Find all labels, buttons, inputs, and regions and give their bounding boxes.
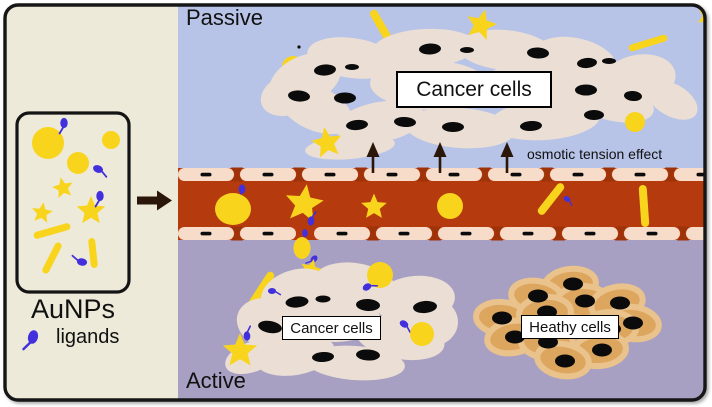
cell-nucleus: [314, 64, 336, 76]
gold-nanosphere: [437, 193, 463, 219]
cancer-cells-label-bottom: Cancer cells: [282, 316, 381, 340]
cell-nucleus: [602, 58, 616, 64]
small-dot: [297, 45, 301, 49]
extravasation-particles: [293, 237, 325, 282]
cell-nucleus: [575, 294, 595, 308]
cell-nucleus: [346, 119, 368, 131]
cancer-cell-blob: [490, 99, 600, 141]
gold-nanorod: [628, 34, 668, 52]
gold-nanorod: [88, 238, 98, 268]
gold-nanosphere: [410, 322, 434, 346]
endothelial-cell: [562, 227, 618, 240]
endothelial-cell: [240, 168, 296, 181]
endothelial-cell: [488, 168, 544, 181]
cell-nucleus: [356, 298, 380, 312]
cell-nucleus: [520, 120, 542, 132]
gold-nanorod: [638, 185, 650, 227]
cancer-cells-label-bottom-text: Cancer cells: [290, 319, 373, 337]
ligands-label: ligands: [56, 326, 120, 348]
endothelial-cell: [178, 227, 234, 240]
endothelial-cell: [240, 227, 296, 240]
endothelial-cell: [500, 227, 556, 240]
cell-nucleus: [258, 320, 282, 334]
osmotic-arrows: [366, 142, 514, 173]
endothelial-cell: [686, 227, 705, 240]
cell-nucleus: [460, 47, 474, 53]
gold-nanorod: [537, 183, 565, 215]
cell-nucleus: [334, 92, 356, 104]
aunps-box-contents: [30, 117, 120, 274]
endothelium-top-row: [178, 167, 705, 182]
cell-nucleus: [527, 47, 549, 59]
cell-nucleus: [610, 296, 630, 310]
cell-nucleus: [315, 295, 331, 303]
endothelium-bottom-row: [178, 226, 705, 241]
cell-nucleus: [624, 90, 642, 102]
osmotic-tension-label: osmotic tension effect: [527, 146, 663, 162]
endothelial-cell: [612, 168, 668, 181]
endothelial-cell: [314, 227, 370, 240]
endothelial-cell: [438, 227, 494, 240]
cell-nucleus: [528, 289, 548, 303]
cancer-cell-nuclei: [258, 295, 437, 363]
endothelial-cell: [624, 227, 680, 240]
endothelial-cell: [426, 168, 482, 181]
cell-nucleus: [555, 354, 575, 368]
cancer-cell-blob: [457, 29, 553, 71]
cell-nucleus: [592, 343, 612, 357]
gold-nanosphere: [102, 131, 120, 149]
cell-nucleus: [505, 330, 525, 344]
gold-nanosphere: [293, 237, 311, 259]
cell-nucleus: [312, 351, 334, 363]
aunps-label: AuNPs: [30, 294, 116, 324]
osmotic-arrow-icon: [433, 142, 447, 173]
cell-nucleus: [442, 122, 464, 132]
cancer-cell-blob: [646, 80, 698, 120]
gold-nanosphere: [32, 127, 64, 159]
cell-nucleus: [563, 277, 583, 291]
gold-nanorod: [370, 9, 392, 43]
delivery-arrow-icon: [137, 190, 172, 211]
vessel-nanoparticles: [215, 181, 650, 242]
healthy-cells-label-text: Heathy cells: [529, 318, 611, 336]
cell-nucleus: [394, 116, 416, 128]
cell-nucleus: [584, 110, 604, 120]
cancer-cell-nuclei: [288, 43, 642, 132]
cancer-cells-label-top: Cancer cells: [396, 71, 552, 108]
osmotic-arrow-icon: [366, 142, 380, 173]
gold-nanosphere: [625, 112, 645, 132]
frame-border: [3, 3, 707, 402]
cell-nucleus: [285, 296, 309, 308]
gold-nanorod: [33, 223, 71, 239]
endothelial-cell: [550, 168, 606, 181]
cancer-cell-blob: [335, 100, 425, 144]
cell-nucleus: [575, 84, 597, 96]
healthy-cells-label: Heathy cells: [521, 315, 619, 339]
endothelial-cell: [178, 168, 234, 181]
cell-nucleus: [288, 90, 310, 102]
cell-nucleus: [356, 349, 380, 361]
cell-nucleus: [413, 300, 437, 314]
gold-nanosphere: [367, 262, 393, 288]
cancer-cells-label-top-text: Cancer cells: [416, 77, 532, 101]
cell-nucleus: [492, 311, 512, 325]
gold-nanosphere: [215, 193, 251, 225]
active-label: Active: [186, 368, 246, 393]
cell-nucleus: [419, 43, 441, 55]
cell-nucleus: [345, 64, 359, 70]
aunps-box: [15, 111, 131, 294]
gold-nanorod: [42, 242, 62, 274]
passive-label: Passive: [186, 5, 264, 30]
endothelial-cell: [302, 168, 358, 181]
endothelial-cell: [376, 227, 432, 240]
gold-nanorod: [247, 271, 275, 309]
osmotic-arrow-icon: [500, 142, 514, 173]
gold-nanosphere: [67, 152, 89, 174]
cell-nucleus: [623, 316, 643, 330]
cell-nucleus: [577, 57, 597, 69]
